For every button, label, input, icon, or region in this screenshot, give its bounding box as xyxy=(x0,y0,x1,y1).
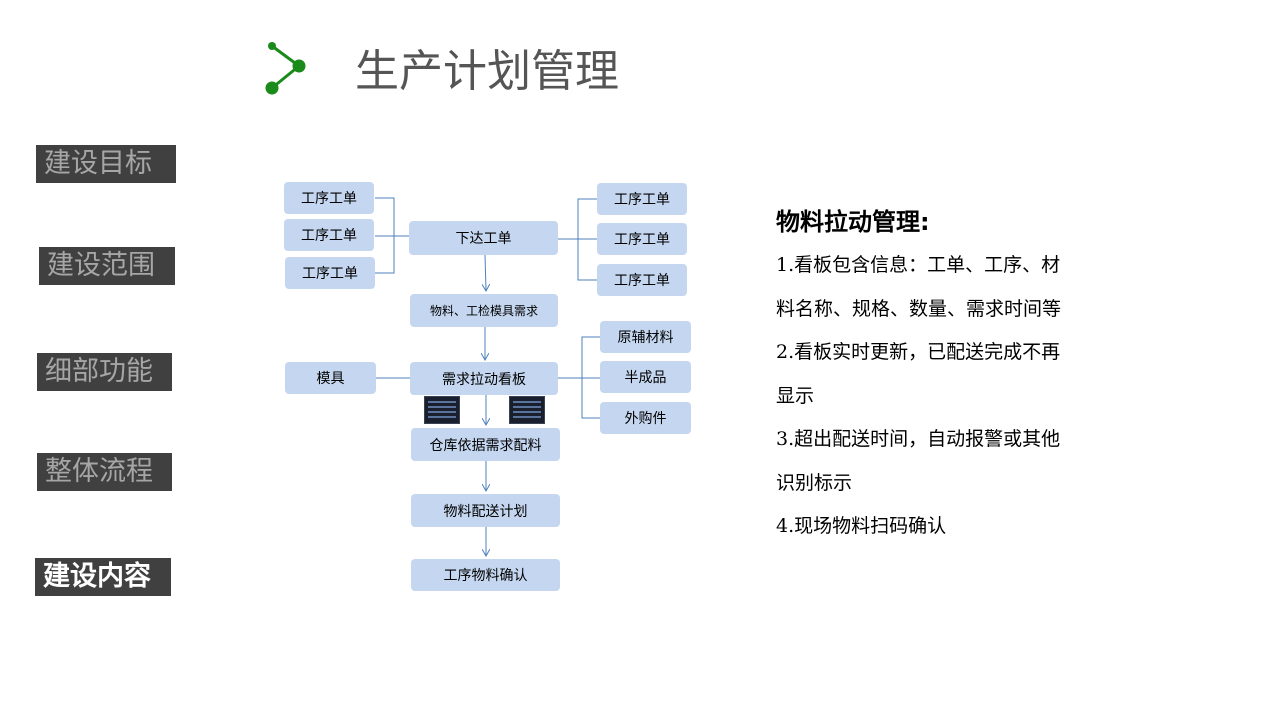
node-right-work-order-1: 工序工单 xyxy=(597,183,687,215)
node-right-work-order-2: 工序工单 xyxy=(597,223,687,255)
info-line: 显示 xyxy=(776,384,815,407)
node-issue-work-order: 下达工单 xyxy=(409,221,558,255)
sidebar-item-goals[interactable]: 建设目标 xyxy=(36,145,176,183)
kanban-screenshot xyxy=(424,396,460,424)
node-right-work-order-3: 工序工单 xyxy=(597,264,687,296)
node-raw-materials: 原辅材料 xyxy=(600,321,691,353)
info-line: 识别标示 xyxy=(776,471,853,494)
node-left-work-order-1: 工序工单 xyxy=(284,182,374,214)
node-pull-kanban: 需求拉动看板 xyxy=(410,362,558,395)
info-line: 料名称、规格、数量、需求时间等 xyxy=(776,297,1062,320)
info-panel: 物料拉动管理: 1.看板包含信息：工单、工序、材 料名称、规格、数量、需求时间等… xyxy=(776,200,1116,549)
node-mold: 模具 xyxy=(285,362,376,394)
info-line: 2.看板实时更新，已配送完成不再 xyxy=(776,341,1061,363)
sidebar-item-process[interactable]: 整体流程 xyxy=(37,453,172,491)
info-line: 3.超出配送时间，自动报警或其他 xyxy=(776,428,1061,450)
node-left-work-order-3: 工序工单 xyxy=(285,257,375,289)
info-line: 1.看板包含信息：工单、工序、材 xyxy=(776,254,1061,276)
node-purchased-parts: 外购件 xyxy=(600,402,691,434)
node-warehouse-picking: 仓库依据需求配料 xyxy=(411,428,560,461)
info-line: 4.现场物料扫码确认 xyxy=(776,515,947,537)
sidebar-item-content[interactable]: 建设内容 xyxy=(35,558,171,596)
node-material-confirm: 工序物料确认 xyxy=(411,559,560,591)
sidebar-item-scope[interactable]: 建设范围 xyxy=(39,247,175,285)
kanban-screenshot xyxy=(509,396,545,424)
node-left-work-order-2: 工序工单 xyxy=(284,219,374,251)
node-material-demand: 物料、工检模具需求 xyxy=(410,294,558,327)
page-title: 生产计划管理 xyxy=(355,46,619,97)
share-icon xyxy=(265,42,306,95)
node-semi-finished: 半成品 xyxy=(600,361,691,393)
node-delivery-plan: 物料配送计划 xyxy=(411,494,560,527)
info-title: 物料拉动管理: xyxy=(776,208,930,236)
sidebar-item-functions[interactable]: 细部功能 xyxy=(37,353,172,391)
